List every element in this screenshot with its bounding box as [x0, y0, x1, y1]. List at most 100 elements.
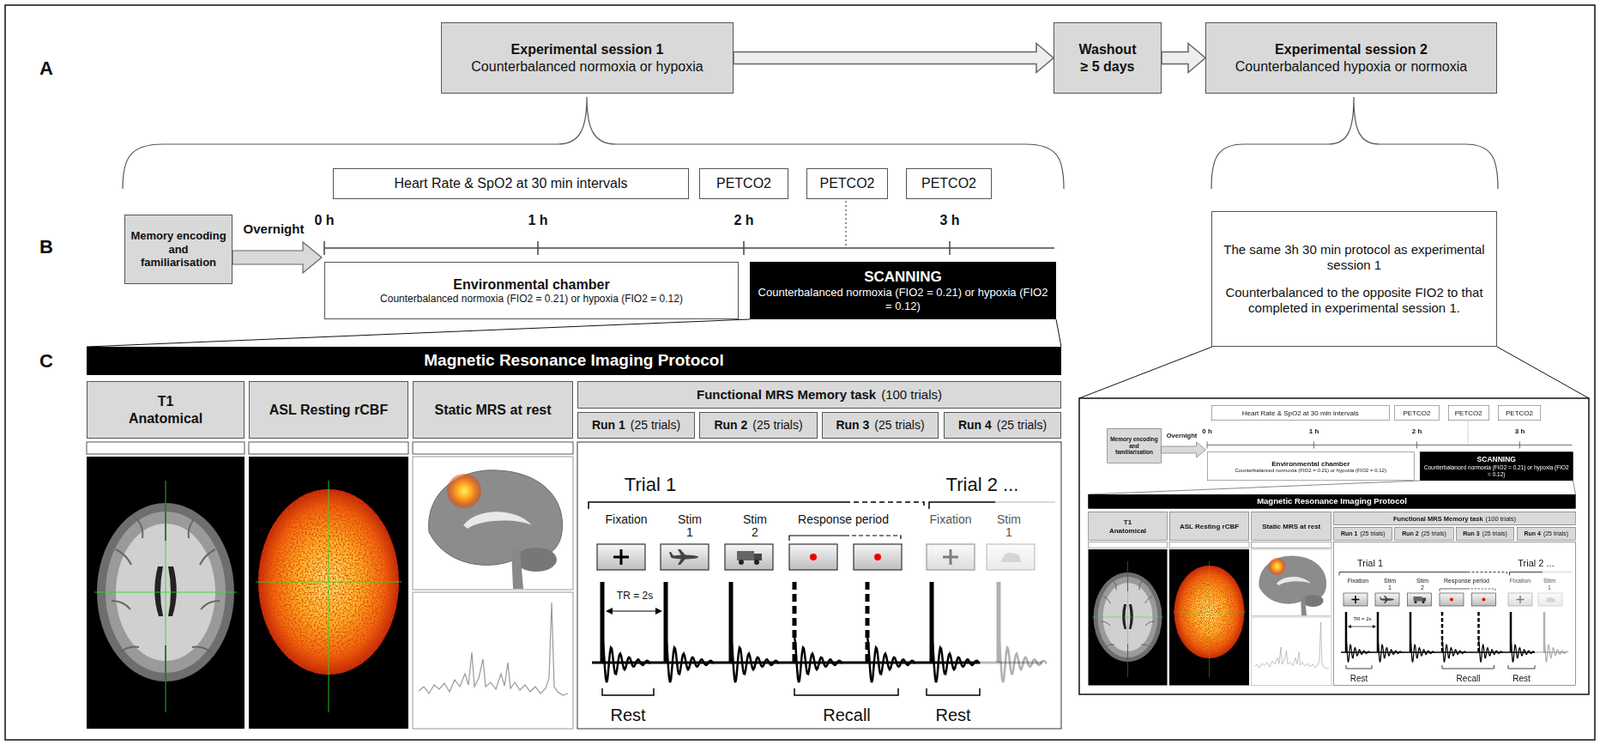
- process-box: Heart Rate & SpO2 at 30 min intervals: [1211, 404, 1390, 421]
- response-bracket: [789, 535, 846, 541]
- process-box: SCANNINGCounterbalanced normoxia (FIO2 =…: [1419, 452, 1574, 482]
- timeline: [324, 247, 1055, 249]
- process-box: Memory encoding and familiarisation: [124, 214, 233, 284]
- crosshair: [1208, 561, 1210, 677]
- process-box: Run 1(25 trials): [1333, 526, 1393, 541]
- truck-icon: [736, 550, 755, 561]
- fid-pulse: [665, 581, 714, 683]
- corpus-callosum: [463, 511, 532, 529]
- inset-protocol: Heart Rate & SpO2 at 30 min intervals PET…: [1044, 320, 1577, 690]
- decay-signal: [1410, 639, 1435, 663]
- box-body: Counterbalanced normoxia (FIO2 = 0.21) o…: [380, 292, 683, 305]
- annotation-label: Trial 1: [624, 474, 677, 496]
- process-box: Magnetic Resonance Imaging Protocol: [86, 346, 1062, 375]
- process-box: Run 3(25 trials): [1455, 526, 1515, 541]
- box-body: (25 trials): [874, 417, 924, 433]
- image-ground: [1169, 549, 1250, 686]
- red-dot: [1481, 597, 1486, 602]
- process-box: PETCO2: [699, 168, 789, 200]
- red-dot: [1449, 597, 1454, 602]
- box-body: (100 trials): [881, 386, 942, 403]
- annotation-label: Stim 2: [739, 513, 771, 540]
- fid-pulse: [998, 581, 1047, 683]
- zoom-line: [1079, 346, 1213, 399]
- fid-pulse: [794, 581, 843, 683]
- annotation-label: Rest: [1512, 673, 1531, 683]
- asl-image: [248, 456, 409, 729]
- box-heading: Run 2: [1401, 530, 1419, 538]
- annotation-label: Trial 2 ...: [1517, 558, 1554, 569]
- trial-bracket: [1509, 572, 1543, 576]
- dotted-marker: [1467, 421, 1468, 445]
- box-heading: PETCO2: [921, 175, 977, 192]
- annotation-label: Recall: [822, 705, 871, 725]
- process-box: Experimental session 1Counterbalanced no…: [440, 22, 734, 94]
- box-body: Counterbalanced normoxia (FIO2 = 0.21) o…: [1234, 466, 1386, 473]
- truck-icon: [1412, 596, 1422, 602]
- process-box: Static MRS at rest: [412, 380, 574, 439]
- box-heading: PETCO2: [819, 175, 875, 192]
- process-box: PETCO2: [905, 168, 992, 200]
- tr-arrow: [610, 609, 658, 611]
- box-body: Counterbalanced to the opposite FIO2 to …: [1217, 284, 1492, 316]
- process-box: Environmental chamberCounterbalanced nor…: [1207, 452, 1415, 482]
- fid-pulse: [1377, 611, 1402, 663]
- zoom-line: [1572, 480, 1576, 495]
- crosshair: [328, 480, 330, 713]
- decay-signal: [1442, 639, 1467, 663]
- box-heading: Memory encoding and familiarisation: [1110, 435, 1159, 456]
- tr-arrowhead: [605, 607, 613, 615]
- annotation-label: Stim 1: [674, 513, 706, 540]
- brainstem: [511, 549, 524, 589]
- image-ground: [86, 456, 245, 729]
- panel-letter: C: [39, 350, 54, 372]
- screen: [1471, 592, 1496, 606]
- corpus-callosum: [1276, 576, 1311, 586]
- tr-arrowhead: [1372, 624, 1377, 628]
- block-arrow: [733, 43, 1054, 73]
- box-body: Counterbalanced normoxia (FIO2 = 0.21) o…: [755, 285, 1051, 313]
- truck-icon: [1421, 600, 1425, 604]
- box-heading: Magnetic Resonance Imaging Protocol: [1256, 496, 1407, 507]
- screen: [1508, 592, 1533, 606]
- annotation-label: Fixation: [929, 513, 972, 526]
- timeline-tick: [742, 241, 745, 255]
- decay-signal: [931, 636, 980, 683]
- panel-letter: A: [39, 58, 54, 79]
- box-heading: Heart Rate & SpO2 at 30 min intervals: [1241, 408, 1359, 417]
- brainstem: [1300, 595, 1307, 616]
- box-heading: Heart Rate & SpO2 at 30 min intervals: [393, 175, 628, 192]
- recall-bracket: [794, 688, 899, 695]
- plane-icon: [1379, 597, 1383, 600]
- process-box: T1 Anatomical: [1087, 511, 1167, 541]
- decay-signal: [1377, 639, 1402, 663]
- box-heading: Memory encoding and familiarisation: [130, 229, 227, 270]
- box-heading: Static MRS at rest: [434, 401, 551, 418]
- decay-signal: [1346, 639, 1371, 663]
- box-heading: ASL Resting rCBF: [1178, 521, 1238, 531]
- annotation-label: 2 h: [1411, 427, 1422, 435]
- annotation-label: TR = 2s: [1352, 615, 1371, 622]
- screen: [853, 543, 902, 570]
- image-ground: [1250, 549, 1332, 616]
- trial-bracket: [845, 501, 924, 509]
- asl-image: [1169, 549, 1250, 686]
- annotation-label: Rest: [609, 705, 646, 725]
- decay-signal: [730, 636, 779, 683]
- screen: [926, 543, 975, 570]
- box-heading: Environmental chamber: [1271, 458, 1350, 468]
- box-heading: Run 4: [958, 417, 992, 433]
- image-ground: [412, 456, 574, 590]
- screens: [597, 543, 1035, 570]
- zoom-line: [1056, 319, 1062, 347]
- faded-screen: [986, 543, 1035, 570]
- decay-signal: [794, 636, 843, 683]
- recall-bracket: [1442, 664, 1495, 669]
- box-body: Counterbalanced normoxia (FIO2 = 0.21) o…: [1422, 464, 1570, 478]
- box-heading: SCANNING: [1476, 454, 1516, 464]
- box-heading: Washout ≥ 5 days: [1075, 41, 1140, 74]
- process-box: PETCO2: [1497, 404, 1541, 421]
- annotation-label: Overnight: [243, 222, 305, 237]
- task-panel: [1333, 542, 1576, 686]
